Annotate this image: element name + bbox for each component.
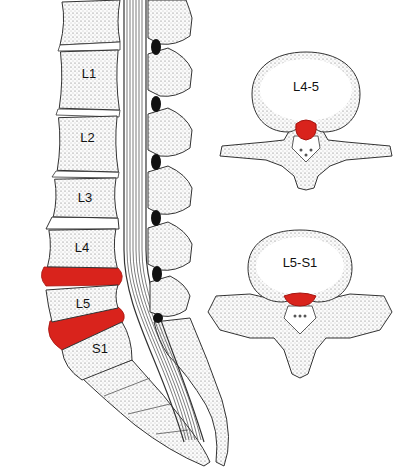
vertebral-body: [47, 229, 117, 268]
spinous-process: [148, 166, 192, 214]
nerve-root: [299, 315, 302, 318]
vertebral-body-core: [256, 237, 344, 295]
nerve-root: [294, 315, 297, 318]
level-label: L2: [80, 131, 94, 145]
facet-joint: [151, 96, 161, 112]
spinous-process: [148, 48, 192, 96]
level-label: L1: [82, 67, 96, 81]
level-label: L4-5: [293, 80, 319, 94]
facet-joint: [151, 39, 161, 55]
label-holder: L4-5: [250, 45, 362, 129]
nerve-root: [305, 154, 308, 157]
herniated-disc: [296, 120, 317, 140]
dural-sac-wall: [146, 0, 204, 442]
vertebral-body: L3: [52, 178, 118, 218]
level-label: S1: [92, 342, 108, 356]
vertebral-body: [248, 230, 352, 302]
nerve-root: [142, 0, 201, 440]
vertebral-body: [60, 0, 120, 45]
label-holder: L5: [46, 284, 120, 324]
vertebral-body: L5: [46, 284, 120, 324]
spinous-process: [148, 0, 192, 44]
level-label: L3: [78, 191, 92, 205]
spinous-process: [150, 276, 190, 316]
nerve-root: [304, 315, 307, 318]
vertebral-arch: [208, 294, 392, 378]
vertebral-body: L1: [58, 50, 120, 110]
label-holder: S1: [60, 318, 140, 380]
vertebral-body: L4-5: [250, 50, 362, 134]
facet-joint: [151, 210, 161, 226]
disc: [46, 217, 119, 229]
spinal-canal: [284, 306, 316, 334]
herniated-disc: [41, 267, 122, 286]
level-label: L4: [75, 241, 89, 255]
vertebral-body: L5-S1: [246, 228, 354, 304]
spinous-process: [148, 222, 192, 270]
vertebral-body: L2: [56, 116, 119, 172]
vertebral-body: [57, 116, 118, 172]
nerve-root: [139, 0, 198, 440]
label-holder: L2: [56, 110, 119, 166]
facet-joint: [151, 154, 161, 170]
facet-joint: [152, 266, 162, 282]
vertebral-body: L4: [46, 229, 118, 268]
nerve-root: [136, 0, 195, 440]
label-holder: L4: [46, 229, 118, 268]
label-holder: L3: [52, 178, 118, 218]
herniated-disc: [284, 293, 316, 306]
nerve-root: [300, 149, 303, 152]
vertebral-body-core: [260, 59, 352, 121]
vertebral-body: [53, 178, 117, 218]
vertebral-body: [46, 285, 118, 322]
level-label: L5-S1: [283, 256, 318, 270]
sacral-body: S1: [60, 318, 140, 380]
sacral-body: [62, 322, 132, 380]
label-holder: L1: [58, 44, 120, 104]
label-holder: L5-S1: [246, 225, 354, 301]
disc: [58, 42, 120, 51]
level-label: L5: [76, 297, 90, 311]
spinous-process: [148, 108, 192, 156]
vertebral-body: [59, 50, 119, 110]
facet-joint: [153, 313, 163, 323]
nerve-root: [310, 149, 313, 152]
